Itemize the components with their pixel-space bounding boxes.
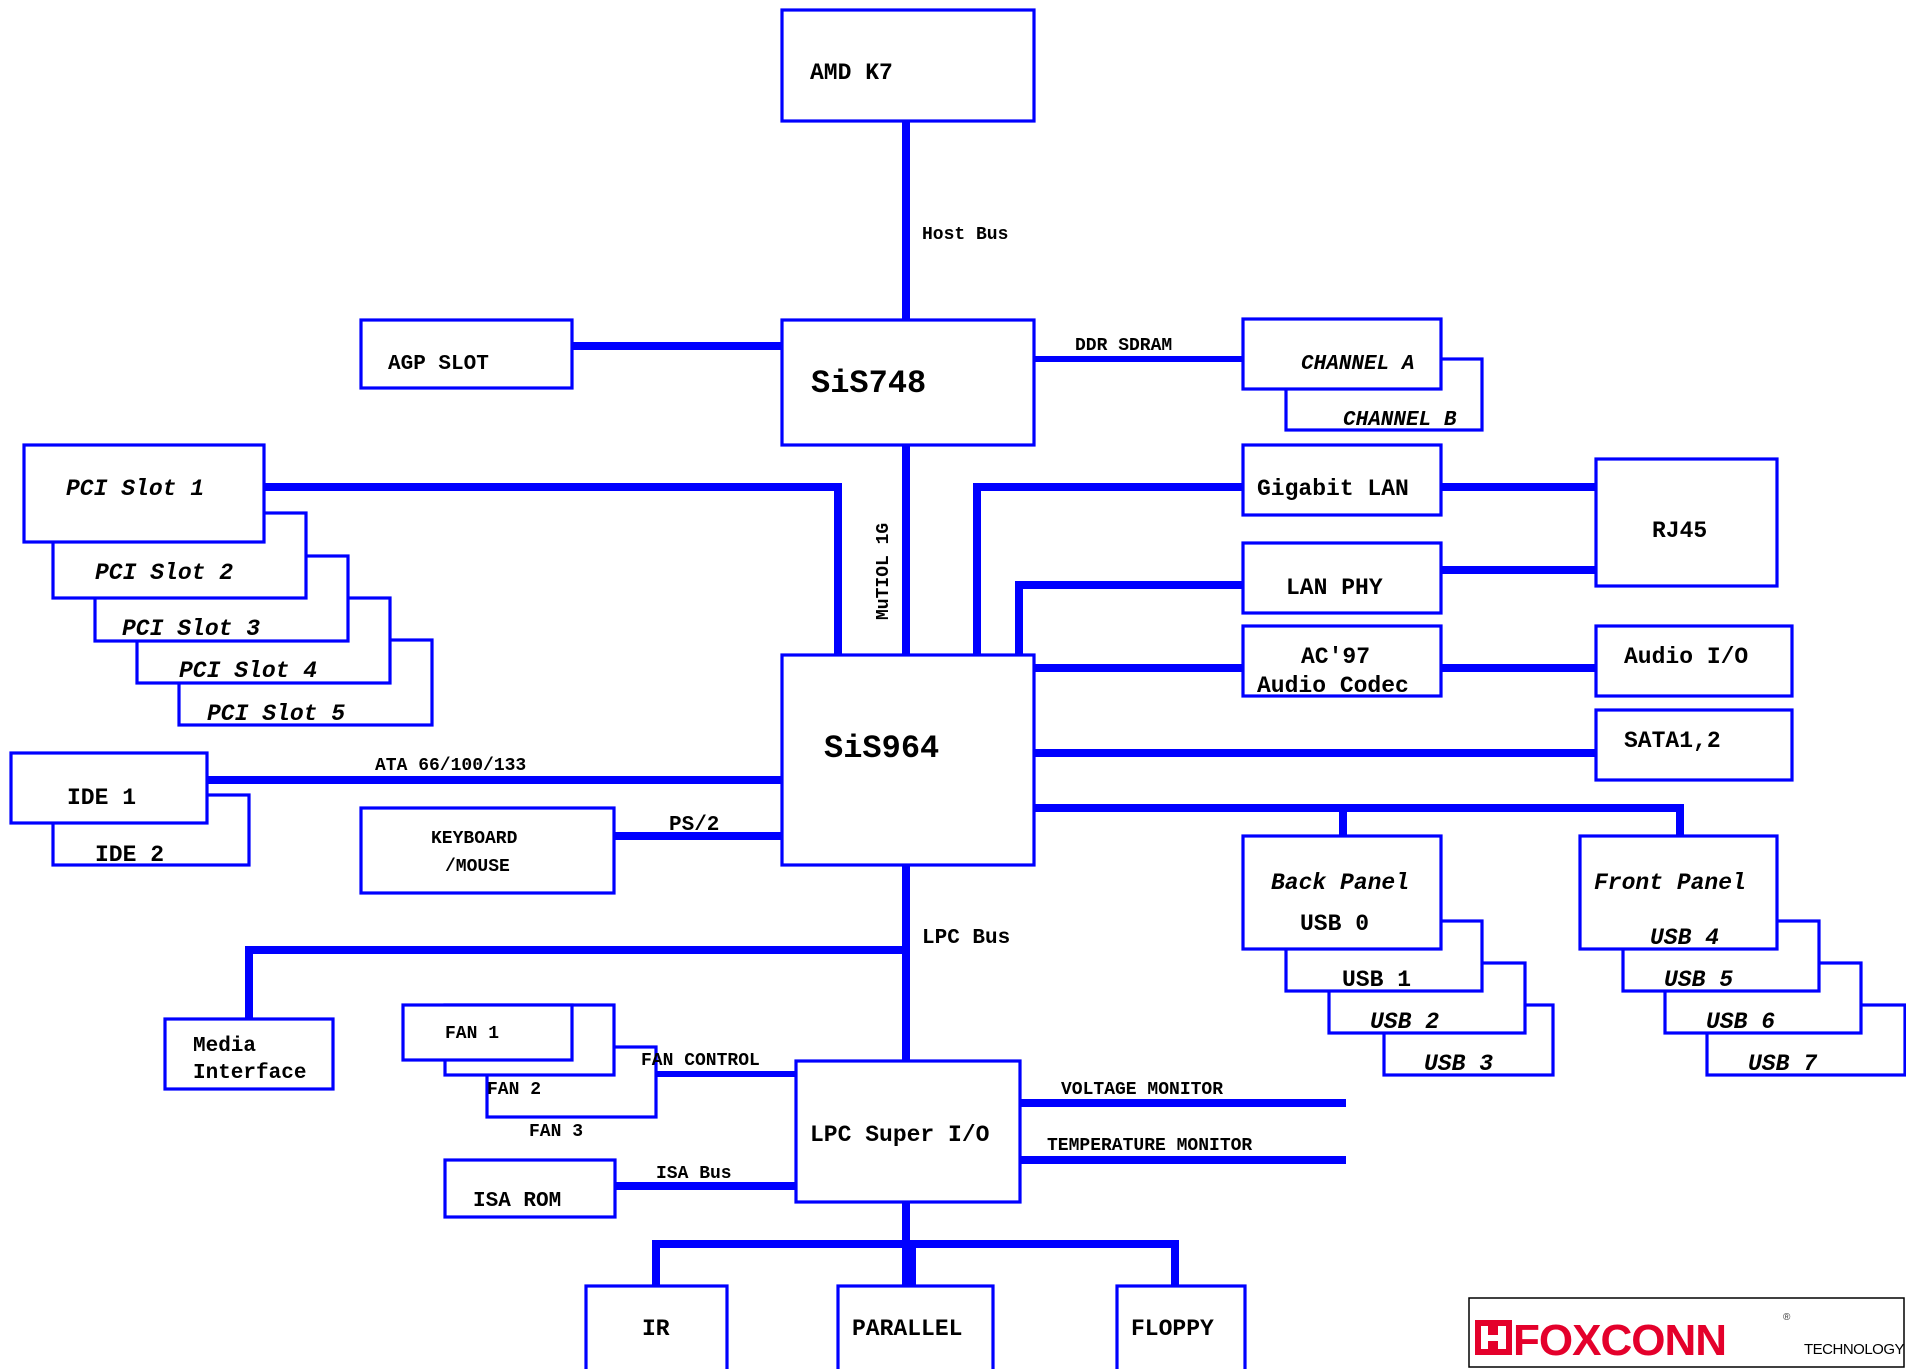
super-io-label: LPC Super I/O [810,1122,989,1148]
ac97-label-line2: Audio Codec [1257,673,1409,699]
fan-3-label: FAN 3 [529,1122,583,1142]
fan-1-box [401,1003,574,1062]
bus-lines [208,120,1684,1288]
fan-2-label: FAN 2 [487,1080,541,1100]
pci-slot-1-box [22,443,266,544]
audio-io-label: Audio I/O [1624,644,1748,670]
lpc-bus-label: LPC Bus [922,927,1010,950]
voltage-monitor-label: VOLTAGE MONITOR [1061,1080,1223,1100]
ir-box [584,1284,729,1369]
ir-label: IR [642,1316,670,1342]
usb-6-label: USB 6 [1706,1009,1775,1035]
mutiol-label: MuTIOL 1G [874,523,894,620]
audio-io-box [1594,624,1794,698]
back-panel-box [1241,834,1443,951]
usb-2-label: USB 2 [1370,1009,1439,1035]
floppy-box [1115,1284,1247,1369]
usb-3-label: USB 3 [1424,1051,1493,1077]
rj45-box [1594,457,1779,588]
north-bridge-label: SiS748 [811,365,926,402]
keyboard-label-line1: KEYBOARD [431,829,518,849]
parallel-box [836,1284,995,1369]
keyboard-mouse-box [359,806,616,895]
sata-label: SATA1,2 [1624,728,1721,754]
lan-phy-box [1241,541,1443,615]
usb-5-label: USB 5 [1664,967,1733,993]
ata-label: ATA 66/100/133 [375,756,526,776]
bus-labels: Host Bus DDR SDRAM MuTIOL 1G ATA 66/100/… [375,225,1252,1184]
logo-frame [1468,1297,1905,1368]
south-bridge-box [780,653,1036,867]
usb-7-label: USB 7 [1748,1051,1818,1077]
usb-4-label: USB 4 [1650,925,1719,951]
gigabit-lan-line [973,483,1243,655]
rj45-label: RJ45 [1652,518,1707,544]
agp-slot-box [359,318,574,390]
keyboard-label-line2: /MOUSE [445,857,510,877]
agp-slot-label: AGP SLOT [388,353,489,376]
fan-1-label: FAN 1 [445,1024,499,1044]
ide-2-label: IDE 2 [95,842,164,868]
media-bus-line [245,946,906,1020]
front-panel-title: Front Panel [1594,870,1746,896]
usb-1-label: USB 1 [1342,967,1411,993]
ac97-box [1241,624,1443,698]
sata-box [1594,708,1794,782]
logo-mark-icon [1475,1320,1512,1355]
usb-0-label: USB 0 [1300,911,1369,937]
media-label-line2: Interface [193,1062,306,1085]
usb-bus-line [1034,804,1684,838]
back-panel-title: Back Panel [1271,870,1409,896]
ps2-label: PS/2 [669,814,719,837]
channel-a-label: CHANNEL A [1301,353,1414,376]
fan-control-label: FAN CONTROL [641,1051,760,1071]
ddr-sdram-label: DDR SDRAM [1075,336,1172,356]
logo-brand: FOXCONN [1513,1316,1726,1365]
super-io-box [794,1059,1022,1204]
floppy-label: FLOPPY [1131,1316,1214,1342]
temperature-monitor-label: TEMPERATURE MONITOR [1047,1136,1252,1156]
north-bridge-box [780,318,1036,447]
pci-slot-5-label: PCI Slot 5 [207,701,345,727]
foxconn-logo: FOXCONN ® TECHNOLOGY [1468,1297,1905,1368]
pci-bus-line [263,483,842,655]
channel-b-label: CHANNEL B [1343,409,1457,432]
pci-slot-2-label: PCI Slot 2 [95,560,233,586]
parallel-label: PARALLEL [852,1316,962,1342]
ac97-label-line1: AC'97 [1301,644,1370,670]
media-interface-box [163,1017,335,1091]
gigabit-lan-box [1241,443,1443,517]
isa-rom-box [443,1158,617,1219]
lan-phy-label: LAN PHY [1286,575,1383,601]
boxes [9,8,1906,1369]
ide-1-label: IDE 1 [67,785,136,811]
cpu-label: AMD K7 [810,60,893,86]
isa-bus-label: ISA Bus [656,1164,732,1184]
cpu-box [780,8,1036,123]
pci-slot-3-label: PCI Slot 3 [122,616,260,642]
ide-1-box [9,751,209,825]
lan-phy-line [1015,581,1243,655]
front-panel-box [1578,834,1779,951]
host-bus-label: Host Bus [922,225,1008,245]
logo-tagline: TECHNOLOGY [1804,1341,1905,1358]
media-label-line1: Media [193,1035,256,1058]
pci-slot-1-label: PCI Slot 1 [66,476,204,502]
pci-slot-4-label: PCI Slot 4 [179,658,317,684]
channel-a-box [1241,317,1443,391]
gigabit-lan-label: Gigabit LAN [1257,476,1409,502]
isa-rom-label: ISA ROM [473,1190,561,1213]
block-labels: AMD K7 SiS748 AGP SLOT CHANNEL A CHANNEL… [66,60,1818,1342]
south-bridge-label: SiS964 [824,730,939,767]
logo-registered-mark: ® [1783,1312,1791,1323]
